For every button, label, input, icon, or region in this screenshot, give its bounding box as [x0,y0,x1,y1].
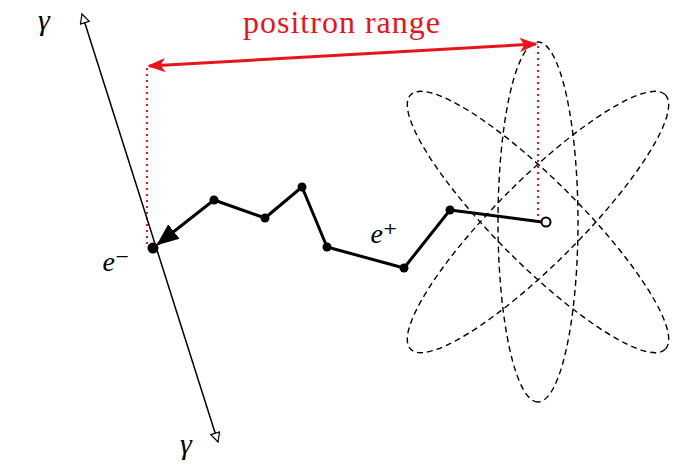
electron-label: e⁻ [102,248,129,276]
scatter-point [323,243,332,252]
gamma-label: γ [180,429,192,459]
scatter-point [400,264,409,273]
positron-label: e⁺ [370,220,397,248]
scatter-point [210,196,219,205]
orbit [381,65,677,379]
scatter-point [261,214,270,223]
scatter-point [298,183,307,192]
electron-dot [148,243,159,254]
nucleus [542,218,551,227]
dimension-label: positron range [243,6,441,38]
positron-track [158,187,542,268]
range-guide [537,46,539,218]
scatter-points [210,183,455,273]
orbit [381,65,677,379]
gamma-label: γ [38,5,50,35]
atom-orbits [381,42,677,402]
range-arrow [149,44,536,66]
gamma-line [82,14,218,442]
scatter-point [446,206,455,215]
